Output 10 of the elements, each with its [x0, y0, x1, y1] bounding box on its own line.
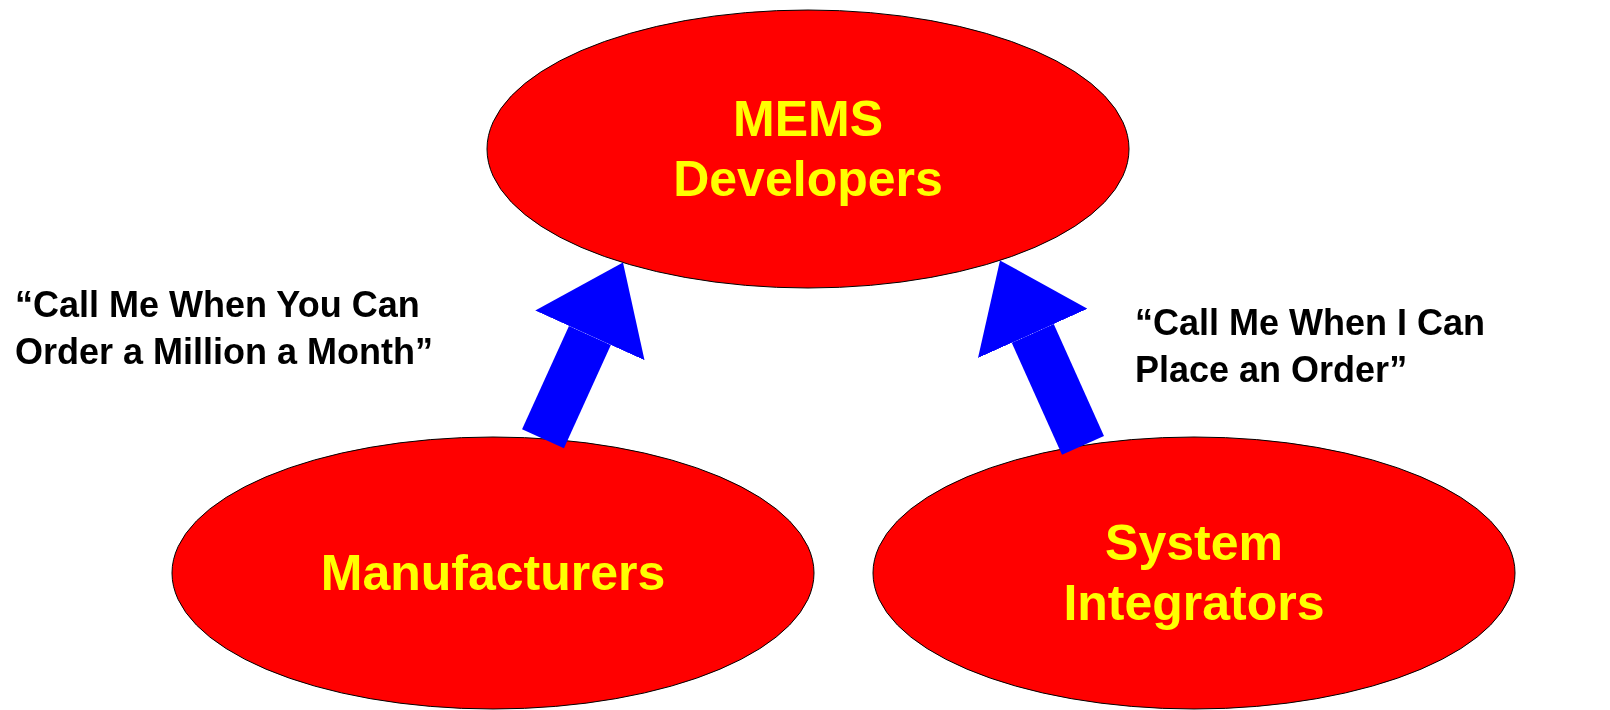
- node-label: System Integrators: [1062, 514, 1326, 633]
- edge-label: “Call Me When You Can Order a Million a Month”: [15, 283, 434, 374]
- ellipse-node: [171, 436, 815, 710]
- edge-label: “Call Me When I Can Place an Order”: [1135, 301, 1487, 392]
- node-label: Manufacturers: [320, 544, 666, 603]
- node-label: MEMS Developers: [672, 90, 944, 209]
- ellipse-node: [486, 9, 1130, 289]
- block-arrow: [522, 262, 645, 449]
- ellipse-node: [872, 436, 1516, 710]
- block-arrow: [978, 260, 1104, 455]
